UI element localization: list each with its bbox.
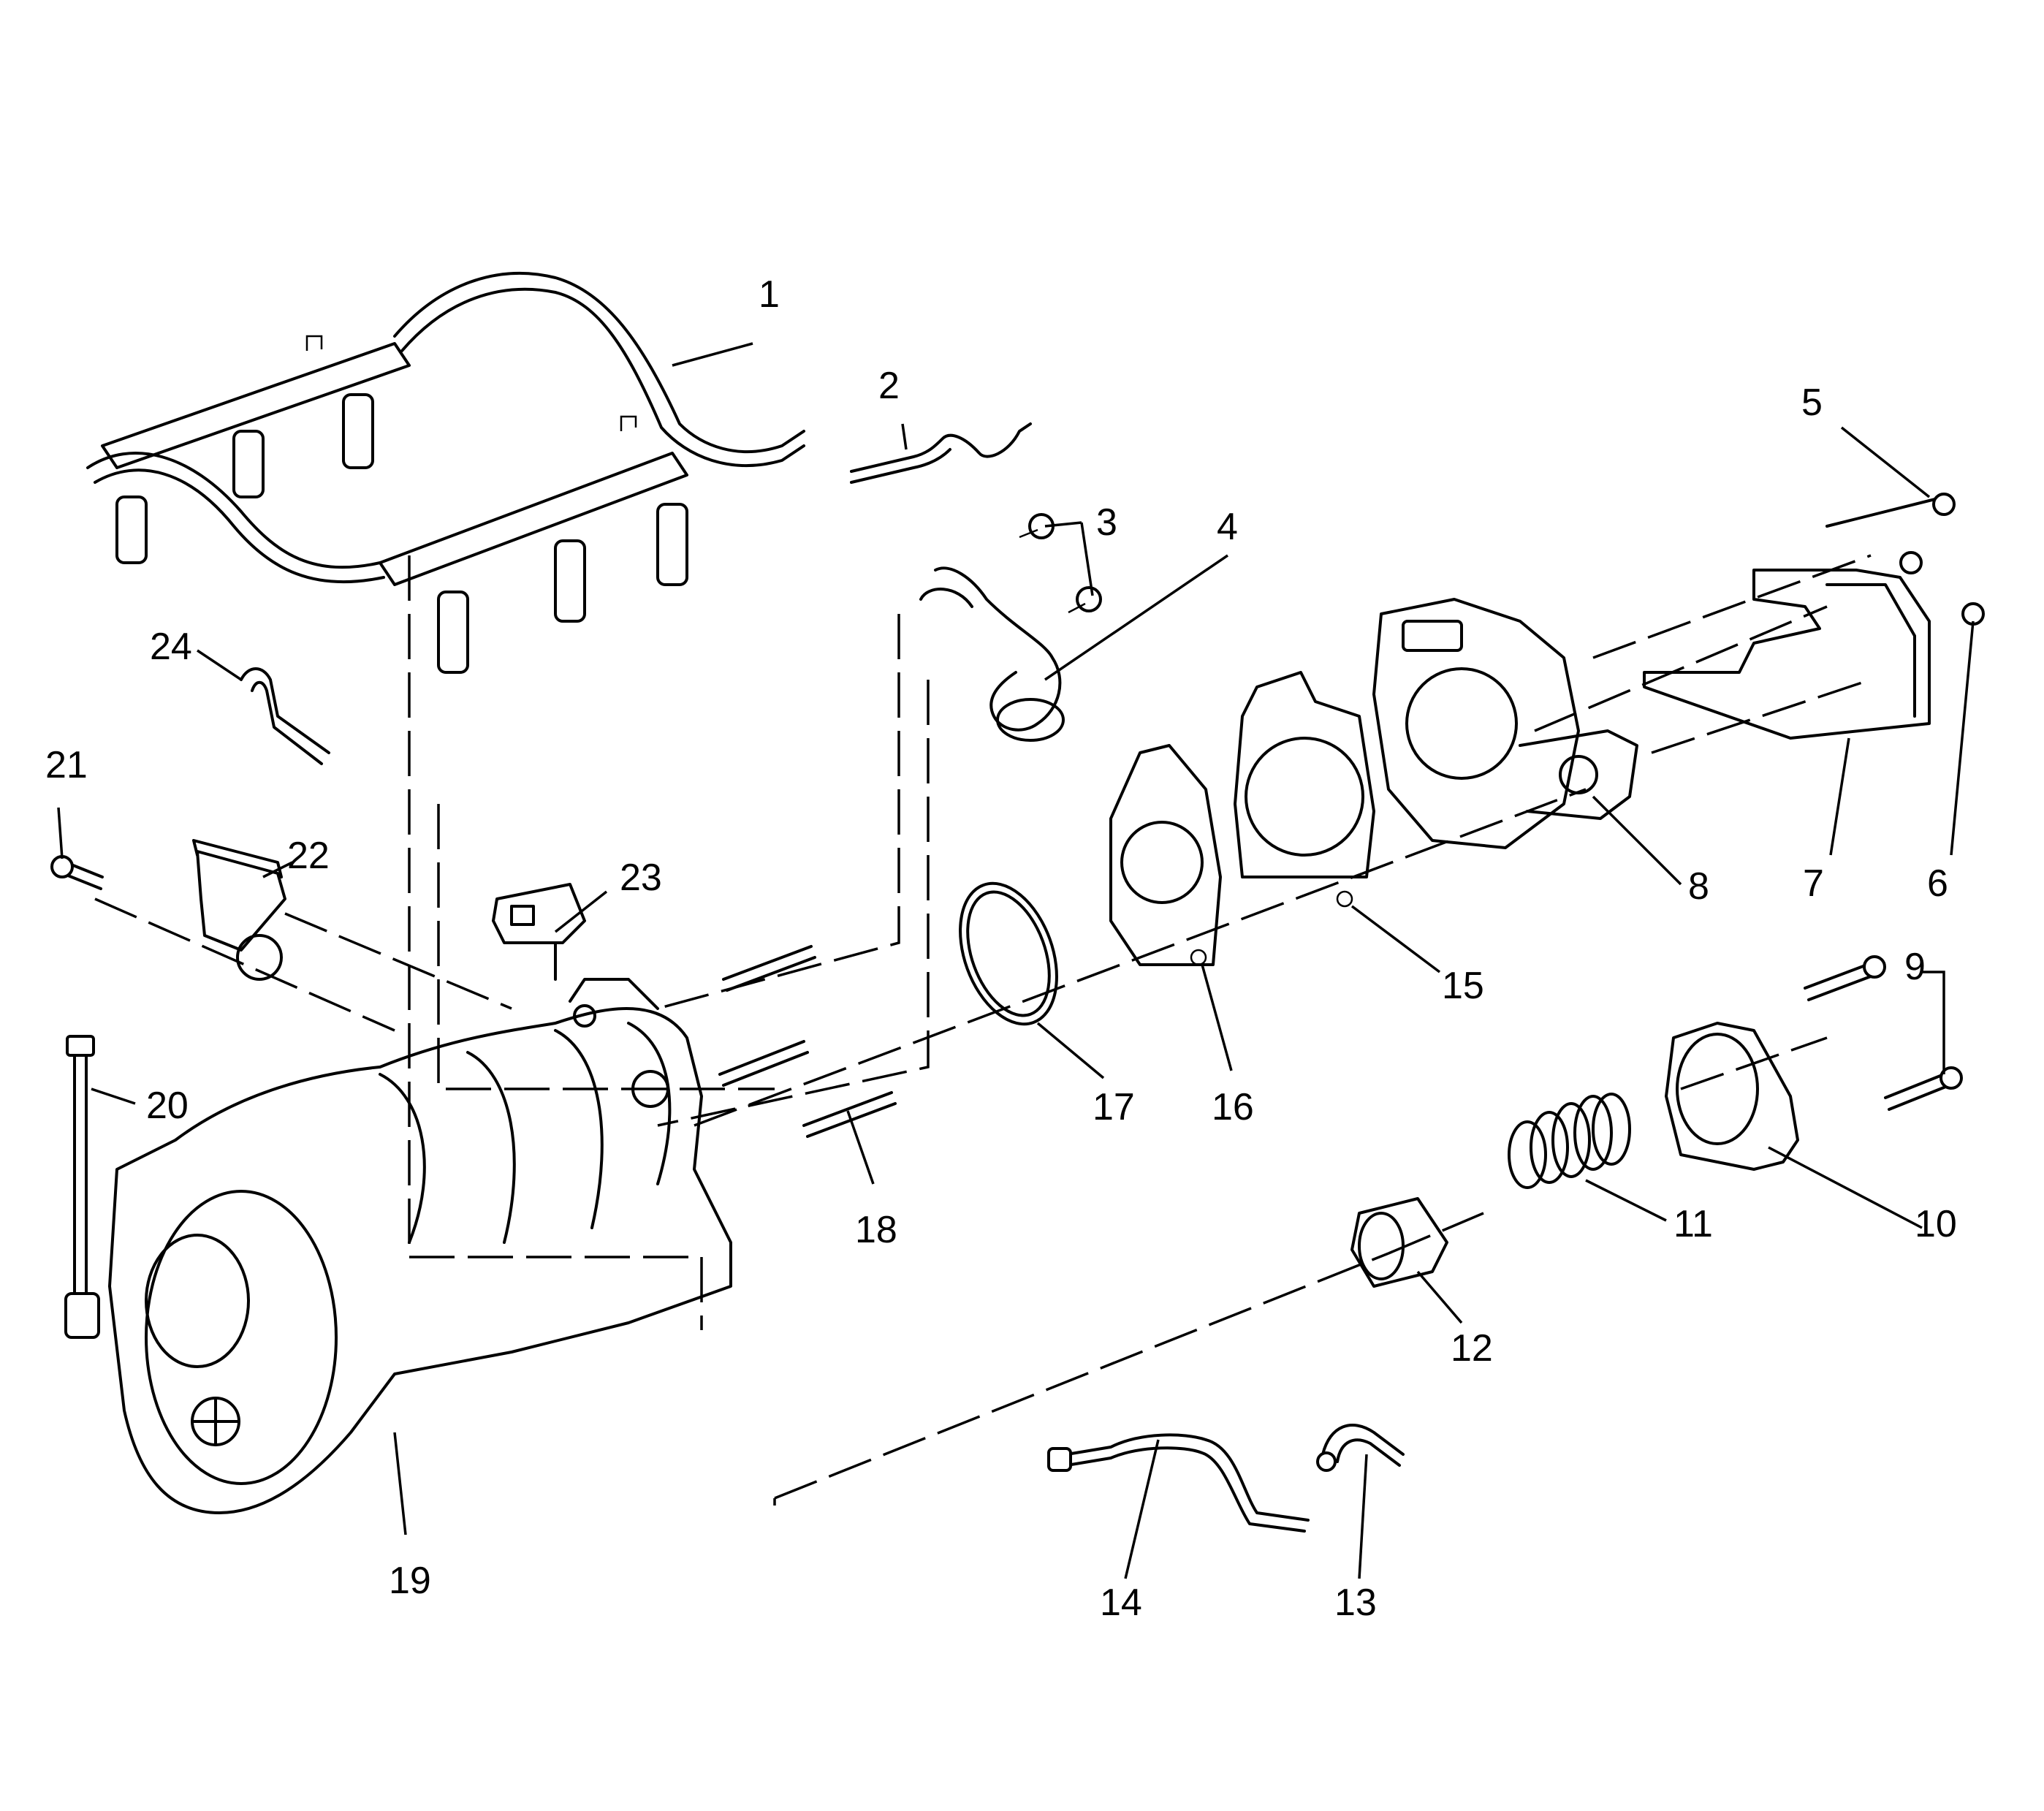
callout-18: 18: [855, 1209, 897, 1251]
callout-labels: 1 2 3 4 5 6 7 8 9 10 11 12 13 14 15 16 1…: [45, 273, 1957, 1624]
callout-2: 2: [878, 365, 900, 407]
coolant-pipe: [919, 566, 1065, 742]
callout-17: 17: [1093, 1086, 1135, 1128]
callout-10: 10: [1915, 1203, 1957, 1245]
seal-17: [959, 881, 1058, 1026]
callout-15: 15: [1442, 965, 1484, 1007]
spring-11: [1508, 1093, 1631, 1189]
studs-18: [718, 945, 897, 1138]
callout-24: 24: [150, 626, 192, 668]
bolts-9: [1804, 955, 1963, 1111]
callout-8: 8: [1688, 865, 1709, 908]
hose-14: [1047, 1433, 1310, 1533]
callout-22: 22: [287, 835, 330, 877]
alignment-lines: [94, 554, 1872, 1506]
retainer-12: [1350, 1197, 1448, 1288]
callout-3: 3: [1096, 501, 1117, 544]
fuel-line: [850, 422, 1032, 484]
sensor-23: [492, 883, 586, 981]
callout-9: 9: [1904, 946, 1926, 988]
valve-22: [192, 839, 286, 981]
hose-13: [1316, 1424, 1405, 1472]
gasket-15: [1234, 671, 1375, 908]
housing-10: [1665, 1022, 1799, 1171]
callout-4: 4: [1217, 506, 1238, 548]
intake-manifold-19: [108, 978, 732, 1514]
callout-12: 12: [1451, 1327, 1493, 1370]
callout-16: 16: [1212, 1086, 1254, 1128]
hose-24: [240, 667, 330, 765]
callout-23: 23: [620, 857, 662, 899]
callout-20: 20: [146, 1085, 189, 1127]
callout-1: 1: [759, 273, 780, 316]
callout-13: 13: [1334, 1582, 1377, 1624]
callout-21: 21: [45, 744, 88, 786]
bolt-5-nuts-6: [1825, 493, 1985, 626]
callout-14: 14: [1100, 1582, 1142, 1624]
callout-19: 19: [389, 1560, 431, 1602]
bolt-21: [50, 855, 104, 890]
leader-lines: [57, 342, 1975, 1579]
bolt-20: [64, 1035, 100, 1339]
spacer-16: [1109, 744, 1222, 966]
fuel-rail-assembly: [86, 272, 805, 674]
callout-6: 6: [1927, 862, 1948, 905]
throttle-body: [1372, 598, 1638, 849]
callout-7: 7: [1803, 862, 1824, 905]
callout-11: 11: [1673, 1203, 1713, 1245]
bracket: [1643, 569, 1931, 740]
callout-5: 5: [1801, 381, 1823, 424]
